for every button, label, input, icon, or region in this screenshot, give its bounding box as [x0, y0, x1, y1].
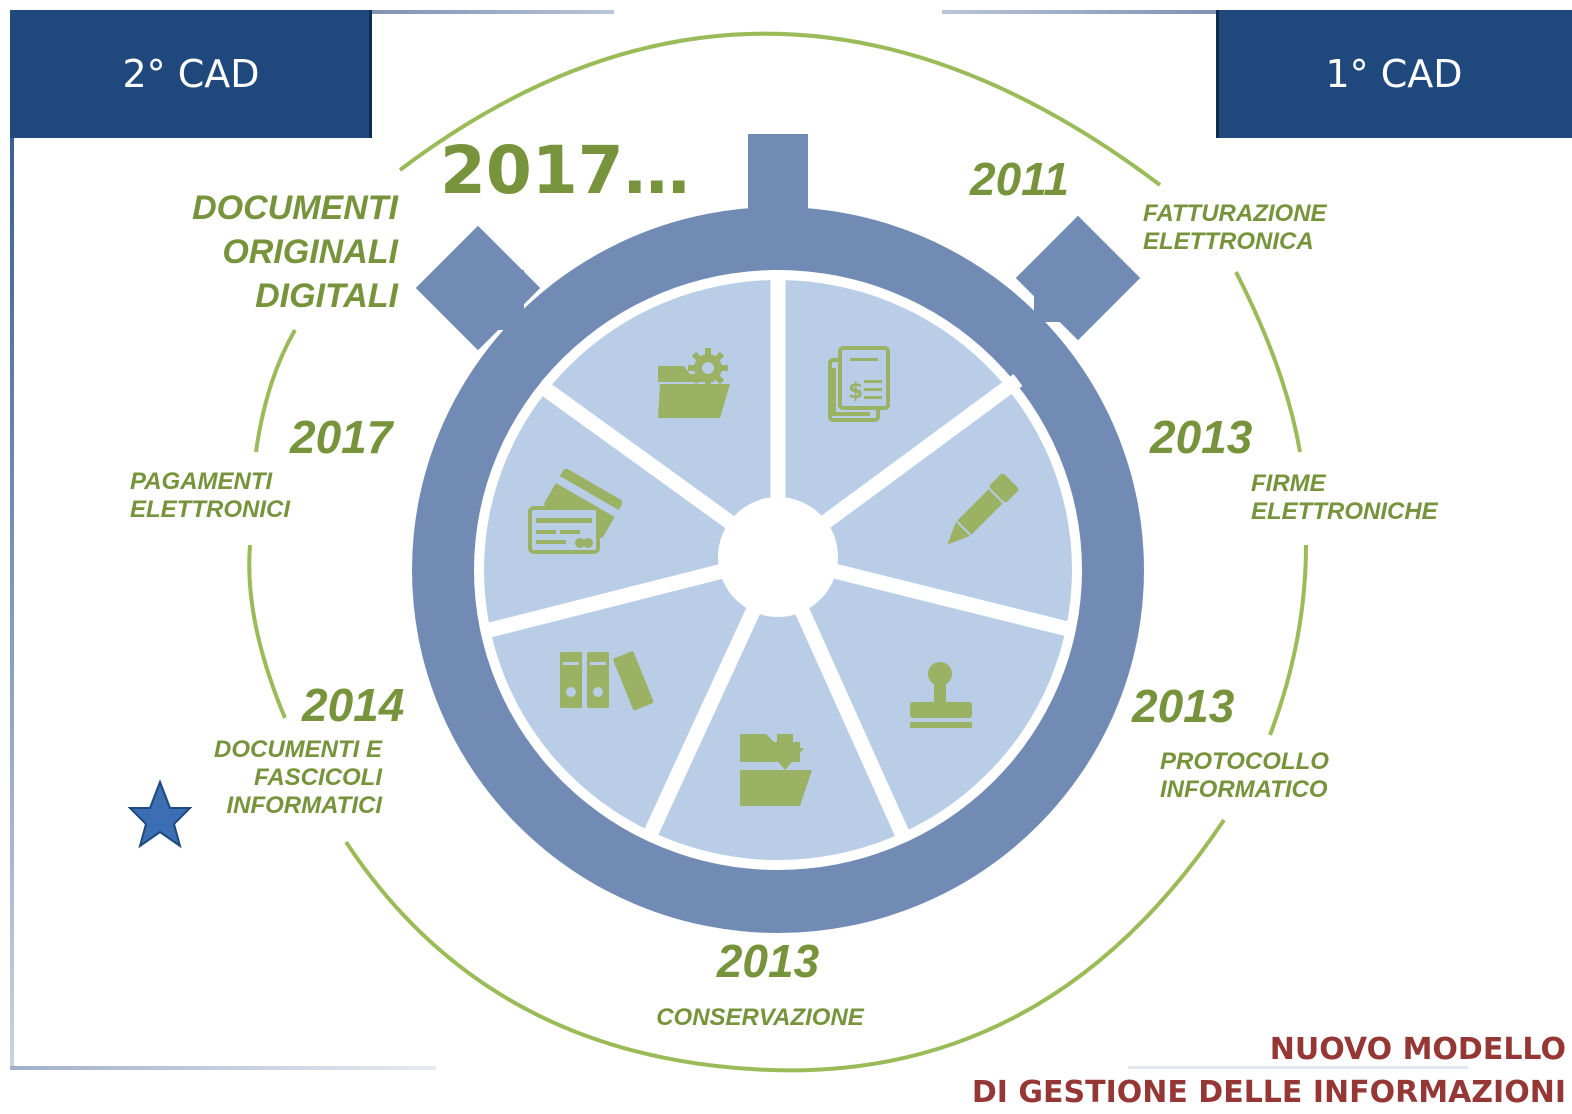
frame-top-right-line: [942, 10, 1216, 14]
timeline-arc-right-1: [1234, 271, 1302, 453]
year-pagamenti: 2017: [290, 411, 393, 463]
label-firme: FIRME ELETTRONICHE: [1251, 470, 1438, 525]
frame-left-line: [10, 138, 14, 1070]
binders-icon: [560, 651, 654, 711]
year-documenti-fascicoli: 2014: [302, 679, 405, 731]
year-protocollo: 2013: [1132, 680, 1235, 732]
tab-2-cad-label: 2° CAD: [122, 52, 260, 96]
archive-download-icon: [740, 734, 812, 806]
top-year: 2017…: [440, 132, 690, 209]
stopwatch-hub: [718, 497, 838, 617]
pen-icon: [947, 473, 1019, 545]
timeline-arc-bottom: [344, 818, 1226, 1073]
timeline-arc-left-1: [247, 544, 287, 719]
label-documenti-originali: DOCUMENTI ORIGINALI DIGITALI: [192, 189, 398, 316]
timeline-circle: [247, 31, 1308, 1073]
tab-2-cad[interactable]: 2° CAD: [10, 10, 372, 138]
stopwatch: [412, 134, 1144, 933]
tab-1-cad[interactable]: 1° CAD: [1216, 10, 1572, 138]
segment-icons: $: [528, 346, 1019, 806]
diagram-title: NUOVO MODELLO DI GESTIONE DELLE INFORMAZ…: [971, 1032, 1566, 1111]
year-fatturazione: 2011: [970, 153, 1069, 205]
title-rule: [1128, 1066, 1468, 1069]
timeline-arc-right-2: [1268, 544, 1308, 736]
label-protocollo: PROTOCOLLO INFORMATICO: [1160, 748, 1329, 803]
folder-gear-icon: [658, 348, 730, 418]
tab-1-cad-label: 1° CAD: [1325, 52, 1463, 96]
frame-top-left-line: [372, 10, 614, 14]
invoice-icon: $: [828, 346, 890, 422]
timeline-arc-left-2: [254, 328, 297, 453]
label-pagamenti: PAGAMENTI ELETTRONICI: [130, 468, 290, 523]
label-fatturazione: FATTURAZIONE ELETTRONICA: [1143, 200, 1327, 255]
label-documenti-fascicoli: DOCUMENTI E FASCICOLI INFORMATICI: [214, 736, 382, 819]
frame-bottom-line: [10, 1066, 436, 1070]
year-conservazione: 2013: [716, 935, 820, 987]
svg-text:$: $: [848, 379, 863, 404]
timeline-arc-top: [398, 31, 1162, 187]
payment-cards-icon: [528, 468, 623, 554]
label-conservazione: CONSERVAZIONE: [656, 1004, 864, 1031]
stamp-icon: [910, 662, 972, 728]
stopwatch-crown: [748, 134, 808, 218]
star-icon: [127, 779, 193, 849]
year-firme: 2013: [1150, 411, 1253, 463]
